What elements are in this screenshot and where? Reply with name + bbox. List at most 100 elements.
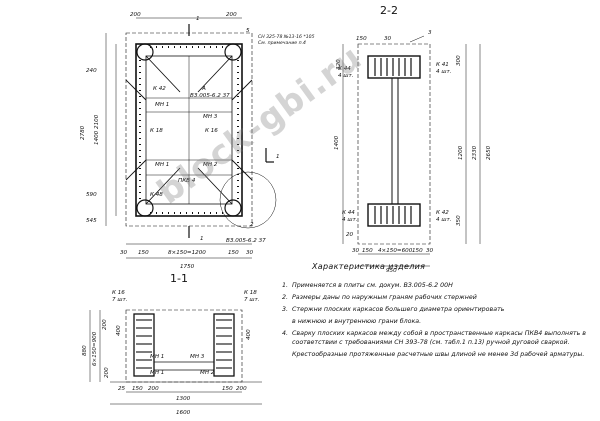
s11-label: К 18 [244,290,257,296]
s11-label: МН 1 [150,354,164,360]
s11-left-dim: 400 [116,325,122,336]
notes-list: 1.Применяется в плиты см. докум. ВЗ.005-… [282,281,598,362]
s22-label: 4 шт. [436,217,452,223]
plan-label: ВЗ.005-6.2 37 [226,238,266,244]
spec-title: Характеристика изделия [312,262,426,271]
s11-bottom-dim: 200 [236,386,247,392]
s22-bottom-dim: 150 [412,248,423,254]
plan-label: 1 [276,154,280,160]
plan-top-dim: 200 [130,12,141,18]
plan-bottom-dim: 8×150=1200 [168,250,206,256]
plan-label: МН 1 [155,162,169,168]
note-text: Сварку плоских каркасов между собой в пр… [292,330,586,346]
s11-label: 7 шт. [244,297,260,303]
s22-right-dim: 350 [456,215,462,226]
s11-bottom-dim: 25 [118,386,126,392]
plan-bottom-dim: 30 [246,250,254,256]
s11-bottom-dim: 200 [148,386,159,392]
plan-label: МН 1 [155,102,169,108]
s22-bottom-dim: 150 [362,248,373,254]
s22-label: 4 шт. [436,69,452,75]
s11-label: МН 1 [150,370,164,376]
plan-frame [135,43,243,217]
plan-total-width: 1750 [180,264,195,270]
section-1-1 [89,309,262,405]
s22-right-dim: 2650 [486,145,492,160]
s11-label: МН 3 [190,354,205,360]
s22-right-dim: 2330 [472,145,478,160]
plan-corner-lug [224,43,242,61]
s22-bottom-cage [367,203,421,227]
note-number: 3. [282,306,289,313]
s11-right-cage [213,313,235,377]
plan-left-dim: 2780 [80,125,86,140]
plan-top-dim: 200 [226,12,237,18]
plan-callout: СН 325-78 №13-16 *105 [258,34,315,40]
s22-bottom-dim: 4×150=600 [378,248,413,254]
plan-label: МН 3 [203,114,218,120]
plan-bottom-dim: 30 [120,250,128,256]
plan-corner-lug [136,43,154,61]
s22-top-dim: 150 [356,36,367,42]
s22-top-dim: 30 [384,36,392,42]
s22-block-outline [357,43,431,245]
s11-left-cage [133,313,155,377]
plan-section-number: 1 [196,16,200,22]
s22-label: К 44 [338,66,351,72]
s11-label: К 16 [112,290,125,296]
s22-cage-bars [374,58,412,224]
s11-left-dim: 880 [82,345,88,356]
note-item: 1.Применяется в плиты см. докум. ВЗ.005-… [282,281,598,290]
s22-bottom-dim: 30 [426,248,434,254]
s22-label: К 41 [436,62,449,68]
note-text: Крестообразные протяженные расчетные швы… [292,351,585,358]
s22-callout-number: 3 [428,30,432,36]
plan-label: А [201,86,206,92]
plan-bottom-dim: 150 [138,250,149,256]
note-number: 4. [282,330,289,337]
plan-callout-number: 5 [246,28,250,34]
s22-left-dim: 1400 [334,135,340,150]
s11-bottom-dim: 150 [132,386,143,392]
note-item: 3.Стержни плоских каркасов большего диам… [282,305,598,314]
s11-bottom-dim: 1300 [176,396,191,402]
section-1-1-title: 1-1 [170,272,188,285]
plan-diagonals [125,55,253,205]
s22-bottom-dim: 30 [352,248,360,254]
plan-label: К 42 [153,86,166,92]
plan-left-dim: 1400 2100 [94,114,100,145]
note-text: Размеры даны по наружным граням рабочих … [292,294,477,301]
s22-top-cage [367,55,421,79]
s22-label: К 42 [436,210,449,216]
note-item: Крестообразные протяженные расчетные швы… [282,350,598,359]
plan-bottom-dim: 150 [228,250,239,256]
note-number: 1. [282,282,289,289]
plan-rebar-dots [139,46,239,214]
plan-corner-lug [136,199,154,217]
s11-left-dim: 6×150=900 [92,331,98,366]
plan-left-dim: 545 [86,218,97,224]
s22-label: К 44 [342,210,355,216]
s22-label: 4 шт. [338,73,354,79]
s22-right-dim: 300 [456,55,462,66]
s11-right-dim: 400 [246,329,252,340]
s22-label: 4 шт. [342,217,358,223]
plan-label: К 16 [205,128,218,134]
note-text: Применяется в плиты см. докум. ВЗ.005-6.… [292,282,453,289]
plan-label: К 18 [150,128,163,134]
plan-label: ВЗ.005-6.2 37 [190,93,230,99]
note-item: в нижнюю и внутреннюю грани блока. [282,317,598,326]
plan-label: 1 [200,236,204,242]
note-number: 2. [282,294,289,301]
detail-circle [219,171,277,229]
plan-label: МН 2 [203,162,218,168]
s22-right-dim: 1200 [458,145,464,160]
s11-label: 7 шт. [112,297,128,303]
note-text: в нижнюю и внутреннюю грани блока. [292,318,422,325]
plan-label: К 48 [150,192,163,198]
s22-total-width: 950 [386,268,397,274]
s11-block-outline [125,309,243,383]
plan-left-dim: 590 [86,192,97,198]
section-2-2 [342,35,481,267]
s22-left-dim: 320 [336,59,342,70]
